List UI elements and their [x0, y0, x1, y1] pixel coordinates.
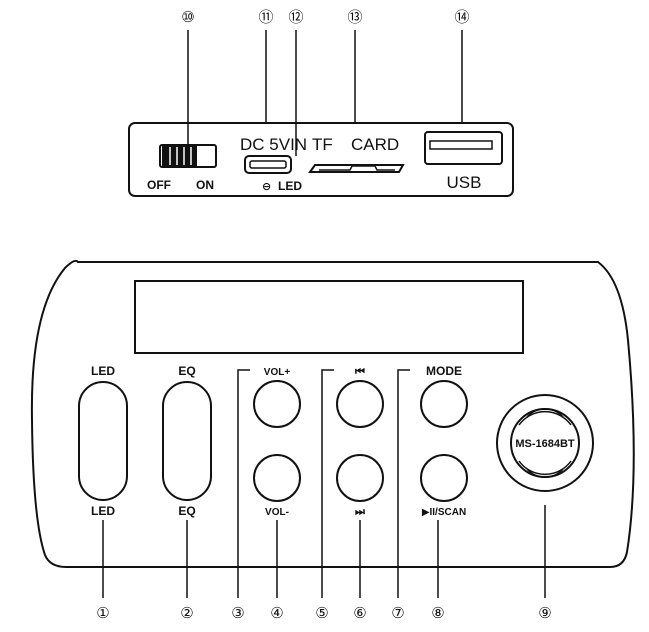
vol-plus-label: VOL+	[264, 367, 291, 378]
tf-label: TF	[312, 135, 333, 154]
callout-5: ⑤	[315, 604, 328, 622]
vol-minus-button[interactable]	[253, 454, 301, 502]
switch-off-label: OFF	[147, 178, 171, 192]
callout-2: ②	[180, 604, 193, 622]
callout-1: ①	[96, 604, 109, 622]
dc-port[interactable]	[244, 155, 292, 174]
led-polarity-icon: ⊖	[262, 181, 271, 193]
eq-top-label: EQ	[178, 364, 195, 378]
mode-button[interactable]	[420, 380, 468, 428]
mode-label: MODE	[426, 364, 462, 378]
callout-12: ⑫	[288, 8, 303, 26]
led-bottom-label: LED	[91, 504, 115, 518]
callout-3: ③	[231, 604, 244, 622]
vol-minus-label: VOL-	[265, 507, 289, 518]
card-label: CARD	[351, 135, 399, 154]
power-switch-slider	[162, 146, 197, 166]
tf-card-inner	[319, 165, 395, 171]
callout-9: ⑨	[538, 604, 551, 622]
tf-card-slot[interactable]	[308, 164, 405, 173]
callout-6: ⑥	[353, 604, 366, 622]
next-button[interactable]	[336, 454, 384, 502]
top-panel-outline	[128, 122, 514, 197]
callout-4: ④	[270, 604, 283, 622]
leader-5	[321, 369, 334, 598]
callout-8: ⑧	[431, 604, 444, 622]
badge-label: MS-1684BT	[515, 438, 575, 450]
leader-7	[397, 369, 410, 598]
prev-button[interactable]	[336, 380, 384, 428]
switch-on-label: ON	[196, 178, 214, 192]
led-port-label: LED	[278, 179, 302, 193]
callout-13: ⑬	[347, 8, 362, 26]
callout-7: ⑦	[391, 604, 404, 622]
play-scan-label: ▶II/SCAN	[422, 507, 466, 518]
eq-button[interactable]	[162, 381, 212, 501]
usb-label: USB	[447, 173, 482, 192]
dc-label: DC 5VIN	[240, 135, 307, 154]
usb-port-inner	[429, 140, 493, 150]
display-window	[134, 280, 524, 354]
leader-3	[237, 369, 250, 598]
prev-icon: ⏮	[355, 366, 365, 378]
next-icon: ⏭	[355, 506, 365, 518]
led-top-label: LED	[91, 364, 115, 378]
dc-port-inner	[249, 160, 287, 169]
usb-port[interactable]	[424, 131, 503, 165]
eq-bottom-label: EQ	[178, 504, 195, 518]
callout-14: ⑭	[454, 8, 469, 26]
callout-10: ⑩	[181, 8, 194, 26]
model-badge	[496, 394, 594, 492]
front-panel-outline	[30, 259, 635, 568]
vol-plus-button[interactable]	[253, 380, 301, 428]
led-button[interactable]	[78, 381, 128, 501]
callout-11: ⑪	[258, 8, 273, 26]
play-scan-button[interactable]	[420, 454, 468, 502]
